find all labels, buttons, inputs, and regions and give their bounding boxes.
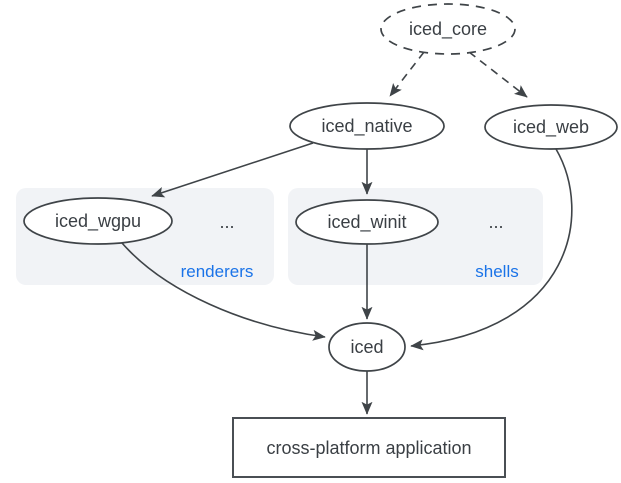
node-iced-wgpu: iced_wgpu: [23, 197, 173, 245]
node-iced-wgpu-label: iced_wgpu: [55, 211, 141, 232]
node-iced-web: iced_web: [484, 104, 618, 150]
node-iced-winit-label: iced_winit: [327, 212, 406, 233]
node-iced-native-shape: [289, 102, 445, 150]
node-iced-wgpu-shape: [23, 197, 173, 245]
node-app-shape: [232, 417, 506, 478]
group-renderers-ellipsis: ...: [219, 212, 234, 232]
group-shells-label: shells: [475, 262, 518, 281]
node-iced-web-label: iced_web: [513, 117, 589, 138]
node-app-label: cross-platform application: [266, 438, 471, 458]
node-iced-winit: iced_winit: [295, 199, 439, 245]
node-iced-core: iced_core: [380, 3, 516, 55]
edge-core-to-web: [468, 51, 528, 98]
node-iced-winit-shape: [295, 199, 439, 245]
edge-native-to-wgpu: [151, 142, 314, 198]
edge-core-to-native: [389, 51, 425, 97]
node-iced-native-label: iced_native: [321, 116, 412, 137]
edge-wgpu-to-iced: [121, 242, 326, 341]
node-iced-web-shape: [484, 104, 618, 150]
node-app: cross-platform application: [232, 417, 506, 478]
node-iced-core-shape: [380, 3, 516, 55]
node-iced-native: iced_native: [289, 102, 445, 150]
group-renderers-label: renderers: [181, 262, 254, 281]
group-shells-ellipsis: ...: [488, 212, 503, 232]
node-iced-shape: [328, 322, 406, 372]
node-iced-label: iced: [350, 337, 383, 357]
node-iced: iced: [328, 322, 406, 372]
node-iced-core-label: iced_core: [409, 19, 487, 40]
edge-web-to-iced: [410, 148, 573, 351]
